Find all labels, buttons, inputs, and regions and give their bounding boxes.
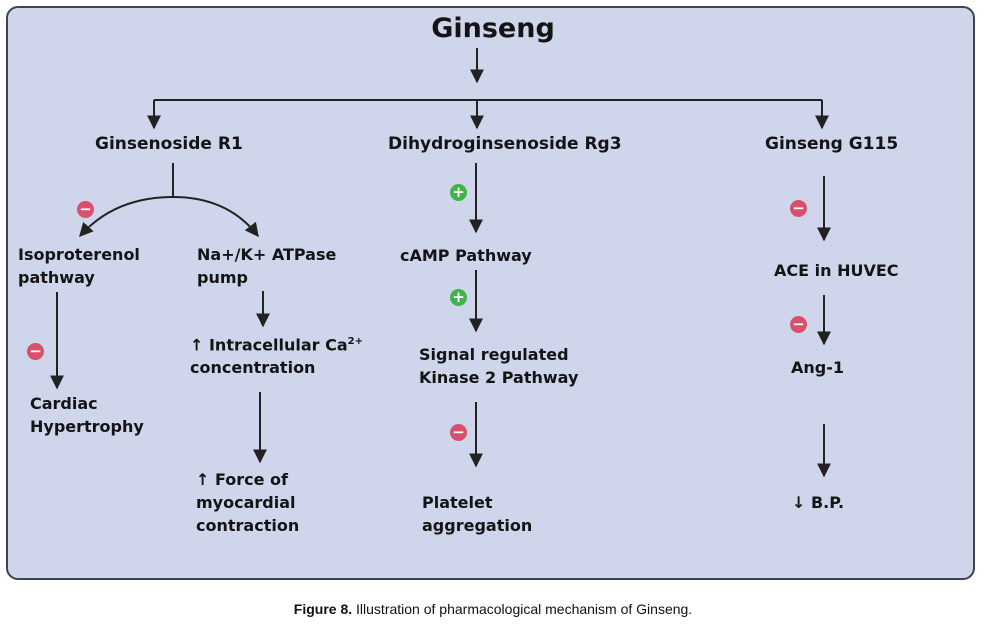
node-cardiac-hypertrophy: Cardiac Hypertrophy [30,394,144,436]
node-ace-huvec: ACE in HUVEC [774,261,899,280]
node-ginsenoside-r1: Ginsenoside R1 [95,134,243,154]
node-isoproterenol: Isoproterenol pathway [18,245,140,287]
figure-caption: Figure 8. Illustration of pharmacologica… [0,601,986,617]
calcium-superscript: 2+ [347,336,363,347]
node-ang-1: Ang-1 [791,358,844,377]
inhibit-icon: − [77,201,94,218]
node-signal-kinase: Signal regulated Kinase 2 Pathway [419,345,579,387]
node-camp-pathway: cAMP Pathway [400,246,532,265]
node-intracellular-calcium: ↑ Intracellular Ca2+ concentration [190,330,363,379]
node-force-contraction: ↑ Force of myocardial contraction [196,470,300,535]
activate-icon: + [450,289,467,306]
calcium-text-line2: concentration [190,358,316,378]
node-blood-pressure: ↓ B.P. [792,493,845,512]
arc-to-pump [172,196,259,238]
figure-label: Figure 8. [293,601,353,617]
inhibit-icon: − [450,424,467,441]
inhibit-icon: − [790,200,807,217]
node-platelet-aggregation: Platelet aggregation [422,493,533,535]
inhibit-icon: − [790,316,807,333]
activate-icon: + [450,184,467,201]
figure-caption-text: Illustration of pharmacological mechanis… [356,601,693,617]
inhibit-icon: − [27,343,44,360]
arc-to-isoproterenol [79,196,174,238]
diagram-title: Ginseng [431,13,555,44]
diagram-panel [6,6,975,580]
calcium-text: ↑ Intracellular Ca [190,335,348,355]
node-atpase-pump: Na+/K+ ATPase pump [197,245,337,287]
node-dihydroginsenoside-rg3: Dihydroginsenoside Rg3 [388,134,622,154]
node-ginseng-g115: Ginseng G115 [765,134,899,154]
